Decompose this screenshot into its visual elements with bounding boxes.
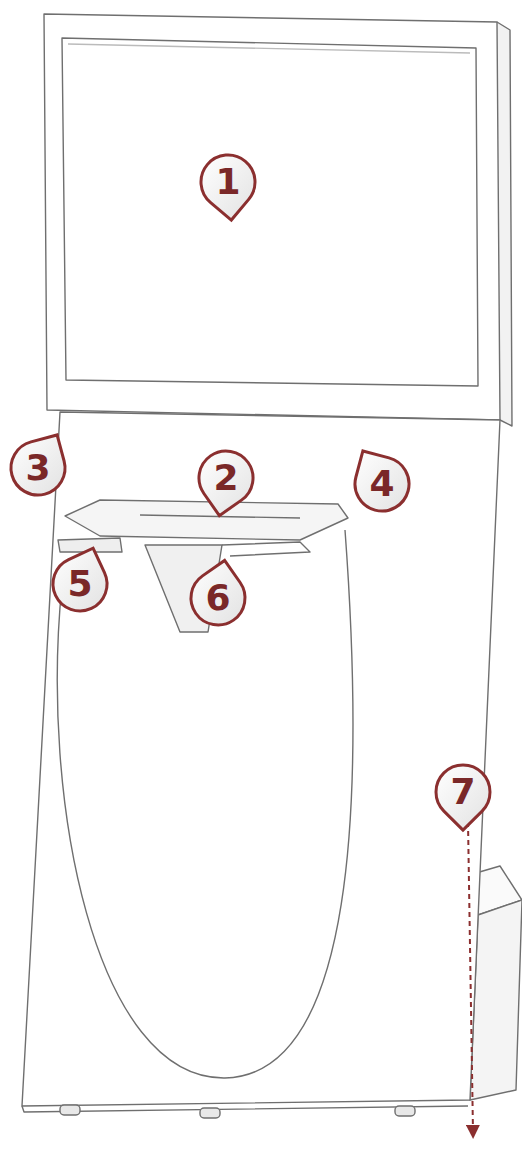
dashed-arrow (468, 822, 473, 1132)
callout-badge (436, 765, 490, 830)
callout-number: 4 (369, 464, 394, 504)
callout-number: 7 (450, 772, 475, 812)
foot (200, 1108, 220, 1118)
callout-number: 1 (215, 162, 240, 202)
callout-number: 3 (25, 448, 50, 488)
foot (395, 1106, 415, 1116)
callout-badge (53, 548, 107, 611)
bracket-arm (222, 542, 310, 556)
callout-badge (201, 155, 255, 220)
callout-badge (191, 560, 245, 625)
callout-number: 2 (213, 458, 238, 498)
cable-loop (57, 530, 353, 1078)
tray (65, 500, 348, 540)
screen-glass (62, 38, 478, 386)
screen-bezel (68, 44, 470, 53)
callout-badge (355, 451, 409, 511)
callout-number: 5 (67, 564, 92, 604)
callout-number: 6 (205, 578, 230, 618)
callout-badge (11, 435, 65, 495)
screen-frame (44, 14, 500, 420)
callout-badge (199, 451, 253, 516)
kiosk-body (22, 412, 500, 1106)
foot (60, 1105, 80, 1115)
